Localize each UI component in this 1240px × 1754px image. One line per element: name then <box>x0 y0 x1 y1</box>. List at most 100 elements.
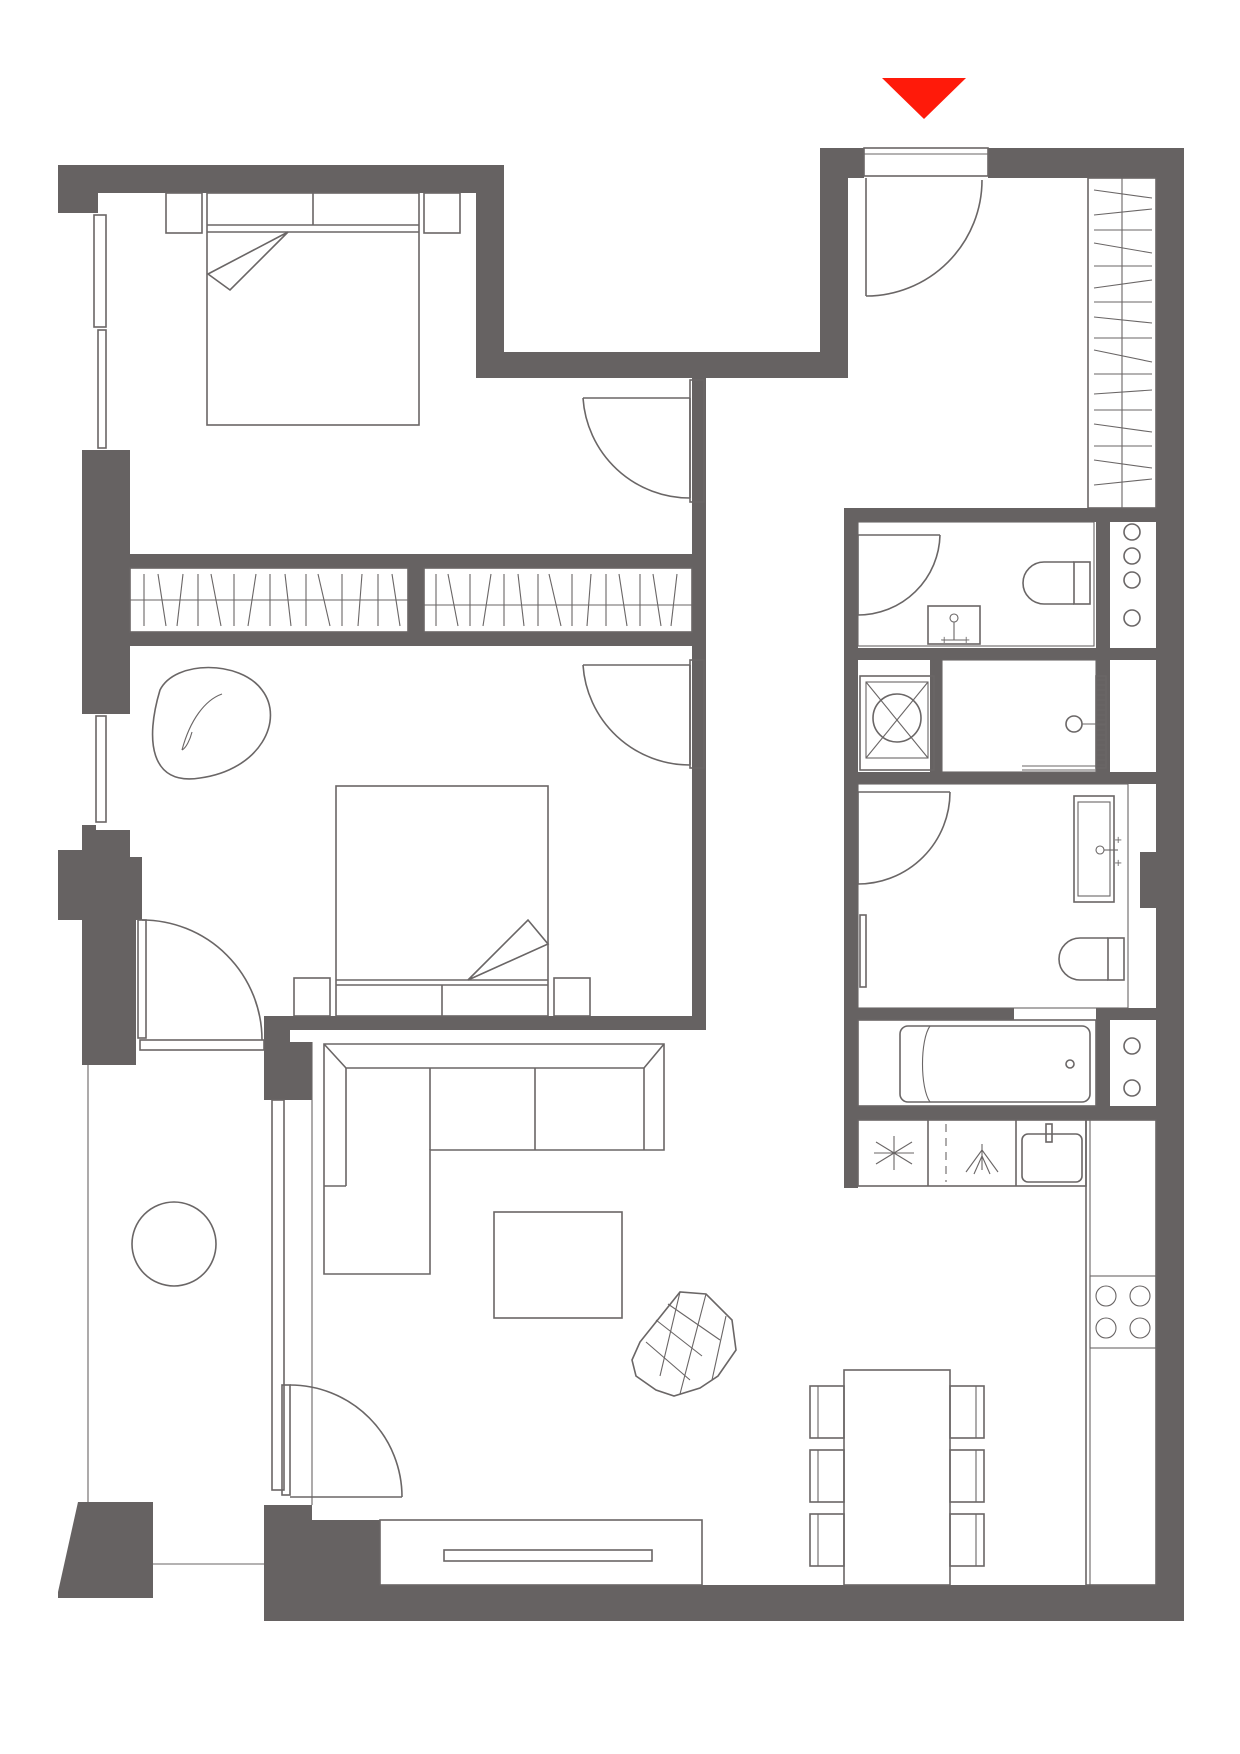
kitchen <box>857 1119 1157 1586</box>
wall <box>844 772 1164 784</box>
hanger <box>284 573 292 627</box>
wall <box>844 1106 1164 1120</box>
balcony-door <box>281 1384 403 1498</box>
wall <box>264 1016 312 1100</box>
window <box>271 1099 285 1491</box>
hanger <box>548 573 562 627</box>
wardrobes <box>129 177 1157 633</box>
wall <box>844 1008 1014 1020</box>
window <box>97 329 107 449</box>
dining-chairs <box>809 1385 985 1567</box>
window <box>93 214 107 328</box>
hanger <box>517 573 525 627</box>
bathroom-door <box>857 791 951 885</box>
wc-door <box>857 534 941 616</box>
dining-chair <box>949 1449 985 1503</box>
svg-text:+: + <box>962 635 970 646</box>
wall <box>1096 1008 1164 1020</box>
wall <box>1140 852 1164 908</box>
bedroom-door <box>582 664 691 766</box>
hanger <box>1093 208 1153 216</box>
wall <box>476 352 846 378</box>
hangers <box>143 189 1153 627</box>
utility-pipes <box>1123 1037 1141 1097</box>
doors <box>137 178 983 1498</box>
window <box>95 715 107 823</box>
tv <box>443 1549 653 1562</box>
wall <box>58 825 142 1065</box>
hanger <box>210 573 222 627</box>
dining-chair <box>949 1385 985 1439</box>
round-table <box>131 1201 217 1287</box>
walls <box>58 148 1184 1621</box>
wall <box>844 508 858 1188</box>
hanger <box>157 573 167 627</box>
wall <box>692 378 706 1028</box>
nightstand <box>553 977 591 1017</box>
wall <box>844 508 1164 522</box>
wall <box>988 148 1184 178</box>
utility-pipes <box>1123 523 1141 627</box>
double-bed <box>206 192 420 426</box>
svg-text:+: + <box>1114 835 1122 846</box>
shower-drain-grate <box>1097 679 1105 766</box>
balcony-door <box>137 919 263 1041</box>
coffee-table <box>493 1211 623 1319</box>
nightstand <box>423 192 461 234</box>
hanger <box>1093 316 1153 324</box>
hanger <box>482 573 492 627</box>
wc: + + <box>857 521 1141 647</box>
bedroom-2 <box>151 666 591 1017</box>
wall <box>332 1585 1184 1621</box>
hanger <box>447 573 459 627</box>
bedroom-door <box>582 397 691 499</box>
armchair <box>151 666 272 780</box>
nightstand <box>165 192 203 234</box>
hanger <box>247 573 257 627</box>
window <box>863 147 989 177</box>
wall <box>82 450 130 714</box>
hanger <box>586 573 592 627</box>
double-bed <box>335 785 549 1017</box>
wall <box>58 165 98 213</box>
bathroom: + + <box>857 783 1141 1107</box>
hanger <box>652 573 662 627</box>
hanger <box>1093 279 1153 289</box>
shower-head <box>1065 715 1083 733</box>
hanger <box>1093 349 1153 363</box>
hanger <box>391 573 401 627</box>
door-handle <box>859 914 867 988</box>
wall <box>408 554 424 646</box>
hanger <box>1093 478 1153 486</box>
kitchen-counter <box>1085 1119 1157 1586</box>
bathtub <box>857 1019 1097 1107</box>
window <box>139 1039 265 1051</box>
entrance-door <box>865 178 983 297</box>
hanger <box>357 573 363 627</box>
hanger <box>618 573 628 627</box>
dining-chair <box>809 1385 845 1439</box>
wall <box>844 648 1164 660</box>
bed-blanket-fold <box>206 231 289 292</box>
svg-text:+: + <box>1114 858 1122 869</box>
hanger <box>1093 423 1153 433</box>
sink: + + <box>1073 795 1122 903</box>
triangle-down-icon <box>882 78 966 119</box>
corner-sofa <box>323 1043 665 1275</box>
hanger <box>1093 189 1153 199</box>
shower-drain <box>1095 675 1107 769</box>
hanger <box>670 573 678 627</box>
dining-table <box>843 1369 951 1586</box>
wall <box>820 148 864 178</box>
hanger <box>176 573 184 627</box>
wall <box>274 1016 706 1030</box>
wall <box>930 660 942 784</box>
hanger <box>1093 389 1153 395</box>
cooktop <box>1089 1275 1157 1349</box>
dining-chair <box>809 1513 845 1567</box>
sink <box>927 605 981 645</box>
hanger <box>317 573 331 627</box>
dining-chair <box>809 1449 845 1503</box>
wall <box>264 1505 312 1575</box>
